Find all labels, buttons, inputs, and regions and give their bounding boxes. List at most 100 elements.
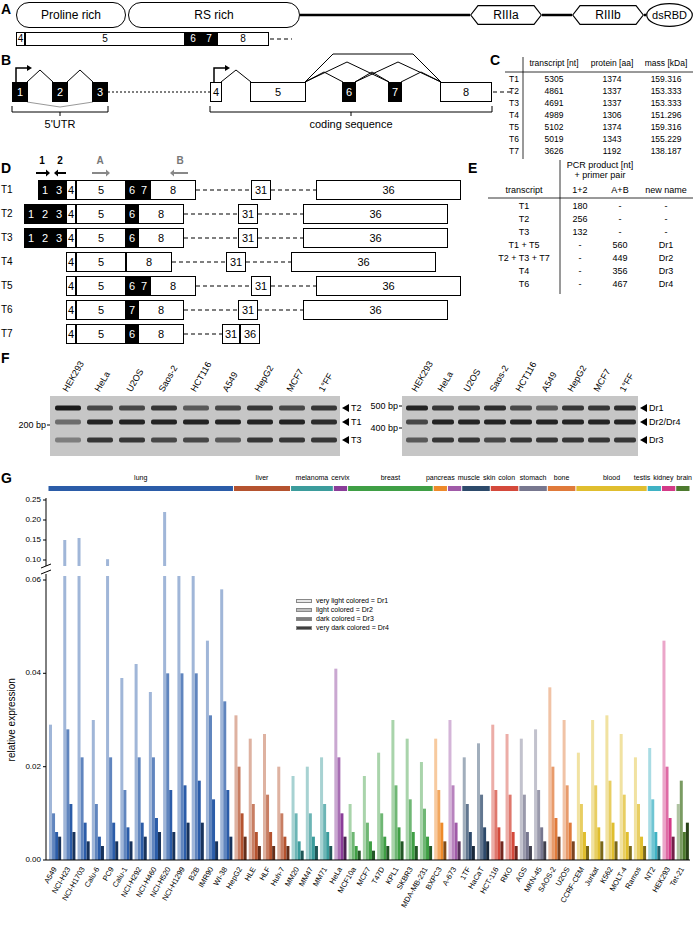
category-label: brain [676, 474, 692, 482]
exon-number: 5 [98, 233, 104, 244]
gel-band [119, 406, 145, 411]
bar [391, 720, 394, 860]
bar [55, 832, 58, 860]
gel-image [402, 396, 638, 456]
cell-line-label: T47D [370, 866, 387, 886]
exon-number: 31 [242, 305, 254, 316]
table-cell: 467 [612, 279, 627, 289]
exon-number: 5 [98, 209, 104, 220]
size-marker: 500 bp [370, 401, 398, 411]
splice-line [258, 237, 303, 238]
lane-label: Saos-2 [488, 364, 511, 394]
category-label: kidney [653, 474, 673, 482]
axis-tick-mark [43, 560, 46, 561]
splice-line [258, 213, 303, 214]
table-cell: - [665, 214, 668, 224]
bar [426, 837, 429, 860]
bar [477, 743, 480, 860]
exon-box: 8 [138, 228, 184, 248]
bar [337, 757, 340, 860]
table-cell: Dr2 [659, 253, 674, 263]
lane-label: 1°FF [317, 371, 336, 393]
table-cell: - [619, 227, 622, 237]
exon-number: 8 [170, 185, 176, 196]
category-bar [576, 486, 646, 491]
gel-band [55, 420, 81, 425]
category-label: lung [134, 474, 147, 482]
exon-box: 36 [303, 300, 448, 320]
table-cell: T4 [509, 111, 519, 121]
gel-band [536, 406, 558, 411]
exon-box: 5 [76, 204, 126, 224]
exon-box: 8 [138, 204, 184, 224]
bar [144, 837, 147, 860]
gel-band [215, 406, 241, 411]
exon-box: 5 [76, 228, 126, 248]
exon-number: 31 [255, 281, 267, 292]
bar [155, 818, 158, 860]
band-label: T1 [351, 417, 362, 427]
bar [280, 813, 283, 860]
ellipse-outline [647, 4, 693, 27]
lane-label: Saos-2 [157, 364, 180, 394]
table-cell: T3 [509, 99, 519, 109]
bar [634, 757, 637, 860]
bar [149, 692, 152, 860]
exon-number: 6 [129, 233, 135, 244]
bar [135, 664, 138, 860]
bar [620, 734, 623, 860]
gel-band [406, 438, 428, 443]
bar [209, 715, 212, 860]
axis-tick-mark [43, 520, 46, 521]
primer-arrow [174, 172, 188, 174]
bar [483, 827, 486, 860]
bar [123, 790, 126, 860]
gel-band [247, 406, 273, 411]
domain-shape: dsRBD [646, 3, 693, 27]
bar [366, 823, 369, 860]
table-cell: - [619, 201, 622, 211]
gel-band [311, 406, 337, 411]
splice-line [108, 91, 210, 92]
exon-number: 4 [18, 34, 24, 44]
lane-label: HEK293 [61, 359, 87, 393]
bar [312, 837, 315, 860]
bar [78, 576, 81, 860]
bar [637, 804, 640, 860]
lane-label: HEK293 [410, 359, 436, 393]
bar [383, 837, 386, 860]
gel-band [484, 406, 506, 411]
exon-number: 5 [98, 257, 104, 268]
bar [163, 512, 166, 566]
exon-number: 6 [346, 87, 352, 98]
exon-number: 31 [230, 257, 242, 268]
splice-line [172, 261, 226, 262]
category-bar [334, 486, 347, 491]
exon-box: 31 [238, 300, 258, 320]
bar [352, 832, 355, 860]
category-label: blood [603, 474, 620, 482]
exon-number: 8 [158, 305, 164, 316]
bracket-label: coding sequence [309, 118, 392, 131]
lane-label: A549 [540, 370, 559, 393]
gel-band [406, 420, 428, 425]
bar [580, 804, 583, 860]
bar [234, 715, 237, 860]
table-cell: 4691 [545, 99, 564, 109]
bar [583, 832, 586, 860]
dashed-continuation [270, 38, 292, 39]
category-bar [234, 486, 290, 491]
table-cell: - [579, 266, 582, 276]
table-cell: 1192 [603, 147, 621, 157]
bar [643, 846, 646, 860]
bracket [210, 106, 492, 116]
lane-label: 1°FF [618, 371, 637, 393]
bar [306, 767, 309, 860]
gel-band [406, 406, 428, 411]
gel-band [510, 406, 532, 411]
bar [491, 725, 494, 860]
bar [326, 832, 329, 860]
bar [177, 576, 180, 860]
domain-shape: RIIIa [470, 5, 542, 25]
exon-number: 1 [28, 233, 34, 244]
